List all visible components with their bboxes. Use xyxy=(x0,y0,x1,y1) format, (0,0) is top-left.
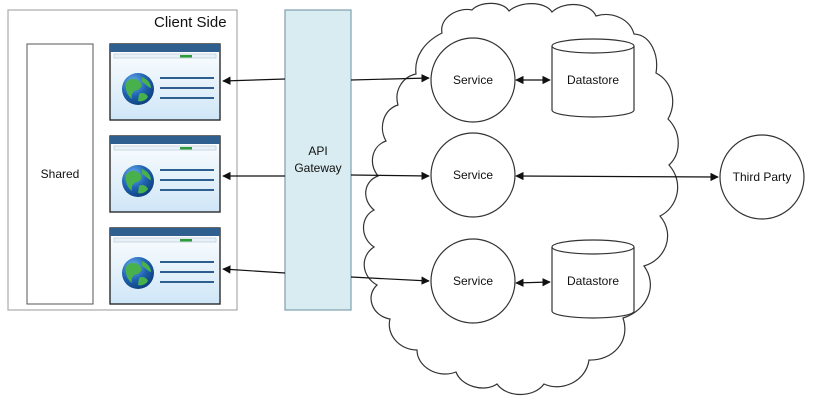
service-node xyxy=(430,238,516,324)
gateway-to-service-arrow-1 xyxy=(350,73,430,83)
api-gateway-box xyxy=(284,9,352,311)
third-party-label: Third Party xyxy=(733,170,792,184)
service-3: Service xyxy=(430,238,516,324)
service-label: Service xyxy=(453,168,493,182)
service-third-party-link xyxy=(515,171,719,182)
gateway-to-client-arrow-1 xyxy=(222,76,286,85)
browser-window-1 xyxy=(110,44,220,120)
service-node xyxy=(430,37,516,123)
shared-label: Shared xyxy=(41,167,80,181)
third-party-node xyxy=(719,134,805,220)
service-1: Service xyxy=(430,37,516,123)
api-gateway-line2: Gateway xyxy=(294,161,341,175)
datastore-1: Datastore xyxy=(551,38,635,118)
service-2: Service xyxy=(430,132,516,218)
browser-window-3 xyxy=(110,228,220,304)
datastore-2: Datastore xyxy=(551,239,635,319)
datastore-label: Datastore xyxy=(567,274,619,288)
service-datastore-link-2 xyxy=(515,278,551,287)
service-node xyxy=(430,132,516,218)
connectors xyxy=(222,73,719,287)
api-gateway-line1: API xyxy=(308,144,327,158)
gateway-to-service-arrow-3 xyxy=(350,276,430,285)
client-side-group: Client Side Shared xyxy=(7,9,238,311)
browser-window-2 xyxy=(110,136,220,212)
service-label: Service xyxy=(453,73,493,87)
shared-panel xyxy=(26,43,94,305)
gateway-to-client-arrow-3 xyxy=(222,265,286,274)
client-side-title: Client Side xyxy=(154,14,227,31)
gateway-to-service-arrow-2 xyxy=(350,171,430,181)
datastore-label: Datastore xyxy=(567,73,619,87)
service-label: Service xyxy=(453,274,493,288)
api-gateway: API Gateway xyxy=(284,9,352,311)
third-party: Third Party xyxy=(719,134,805,220)
